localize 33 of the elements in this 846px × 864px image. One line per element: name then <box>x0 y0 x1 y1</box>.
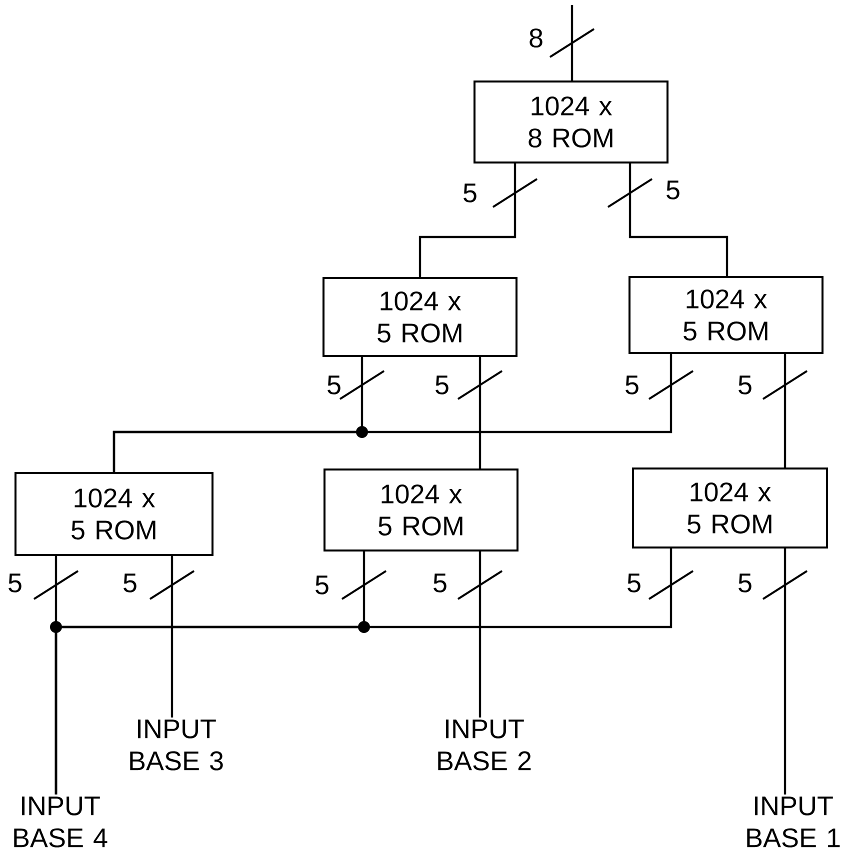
input-label: INPUT BASE 2 <box>438 720 531 770</box>
input-label: INPUT BASE 1 <box>747 796 840 848</box>
rom-box: 1024 x 5 ROM <box>628 276 824 354</box>
bus-line <box>478 357 482 468</box>
bus-width-label: 5 <box>738 376 752 394</box>
bus-width-label: 5 <box>626 376 638 394</box>
bus-line <box>784 354 786 468</box>
bus-width-label: 5 <box>464 184 476 202</box>
bus-width-label: 5 <box>316 576 328 594</box>
bus-width-label: 5 <box>628 574 640 592</box>
bus-width-label: 5 <box>124 574 136 592</box>
rom-box: 1024 x 8 ROM <box>474 80 668 164</box>
bus-width-label: 5 <box>434 574 446 592</box>
bus-width-label: 5 <box>328 376 340 394</box>
rom-box: 1024 x 5 ROM <box>322 277 518 357</box>
bus-width-label: 5 <box>666 180 680 200</box>
input-label: INPUT BASE 4 <box>14 796 108 848</box>
bus-line <box>170 556 174 718</box>
bus-width-label: 8 <box>530 28 542 48</box>
input-label: INPUT BASE 3 <box>130 720 223 770</box>
bus-width-label: 5 <box>738 574 752 592</box>
bus-width-label: 5 <box>436 376 448 394</box>
bus-line <box>54 548 672 794</box>
bus-line <box>570 5 574 80</box>
rom-box: 1024 x 5 ROM <box>324 468 518 552</box>
rom-box: 1024 x 5 ROM <box>14 472 214 556</box>
bus-line <box>628 164 728 276</box>
bus-line <box>784 548 786 794</box>
bus-width-label: 5 <box>8 574 22 592</box>
bus-line <box>418 164 516 277</box>
bus-line <box>478 552 482 718</box>
bus-line <box>112 354 672 472</box>
rom-box: 1024 x 5 ROM <box>632 468 828 548</box>
